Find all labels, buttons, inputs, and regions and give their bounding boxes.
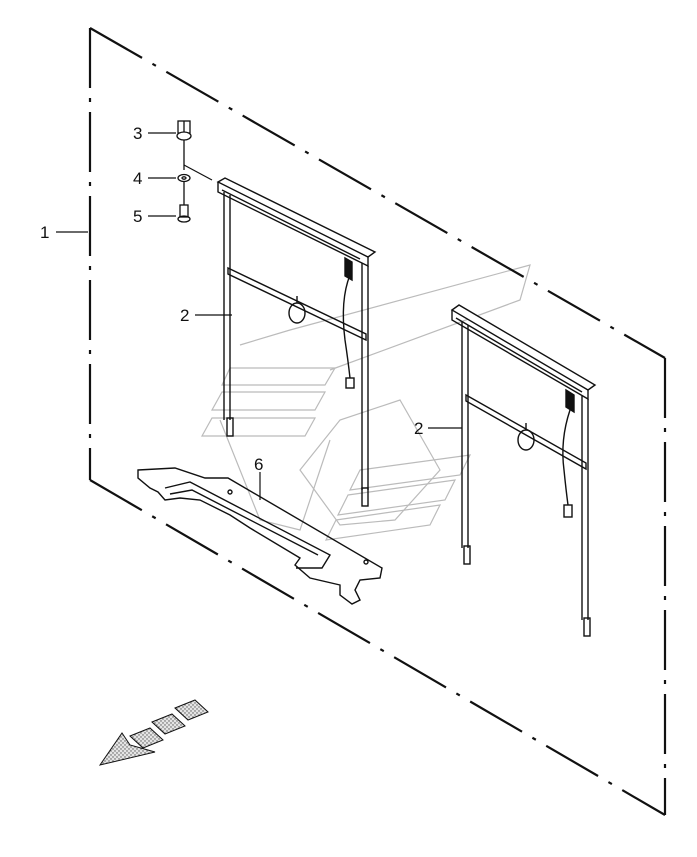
callout-6: 6 [254,455,263,474]
direction-arrow-icon [98,699,209,766]
rack-assembly-right [450,304,597,637]
watermark-logo [200,264,531,541]
rack-assembly-left [216,177,377,507]
hardware-bolt [176,120,192,170]
callout-3: 3 [133,124,142,143]
callout-5: 5 [133,207,142,226]
hardware-washer [177,173,191,205]
callout-1: 1 [40,223,49,242]
bracket-plate [137,467,383,605]
callout-2-left: 2 [180,306,189,325]
kit-outline-frame [88,27,667,816]
callout-4: 4 [133,169,142,188]
leader-lines [56,132,462,500]
callout-2-right: 2 [414,419,423,438]
hardware-nut [177,204,191,223]
